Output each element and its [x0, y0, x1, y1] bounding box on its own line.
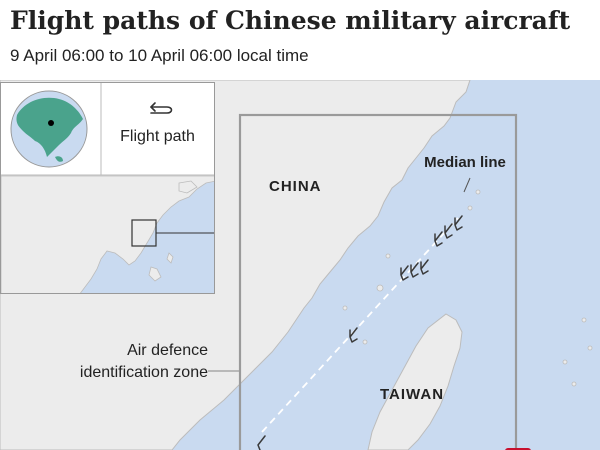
flight-arrows [257, 215, 463, 450]
inset-panel [0, 82, 215, 294]
flight-arrow-icon [257, 435, 266, 450]
label-china: CHINA [269, 178, 322, 195]
taiwan-island [367, 313, 463, 450]
label-taiwan: TAIWAN [380, 386, 445, 403]
locator-globe [10, 90, 88, 168]
flight-path-line [261, 217, 459, 433]
flight-arrow-icon [420, 259, 429, 275]
adiz-box [238, 113, 518, 450]
coastal-islands [342, 189, 593, 387]
inset-canvas [1, 83, 214, 293]
flight-arrow-icon [434, 231, 443, 247]
label-adiz: Air defence identification zone [79, 342, 208, 381]
flight-path-arrow-icon [150, 102, 173, 114]
legend-label: Flight path [120, 128, 195, 145]
flight-arrow-icon [400, 265, 409, 281]
flight-arrow-icon [410, 262, 419, 278]
flight-arrow-icon [444, 223, 453, 239]
median-leader [463, 177, 471, 193]
chart-title: Flight paths of Chinese military aircraf… [10, 6, 571, 35]
chart-subtitle: 9 April 06:00 to 10 April 06:00 local ti… [10, 46, 309, 65]
flight-arrow-icon [454, 215, 463, 231]
label-median-line: Median line [424, 154, 506, 171]
inset-regional-map [1, 175, 214, 293]
flight-arrow-icon [349, 327, 358, 343]
